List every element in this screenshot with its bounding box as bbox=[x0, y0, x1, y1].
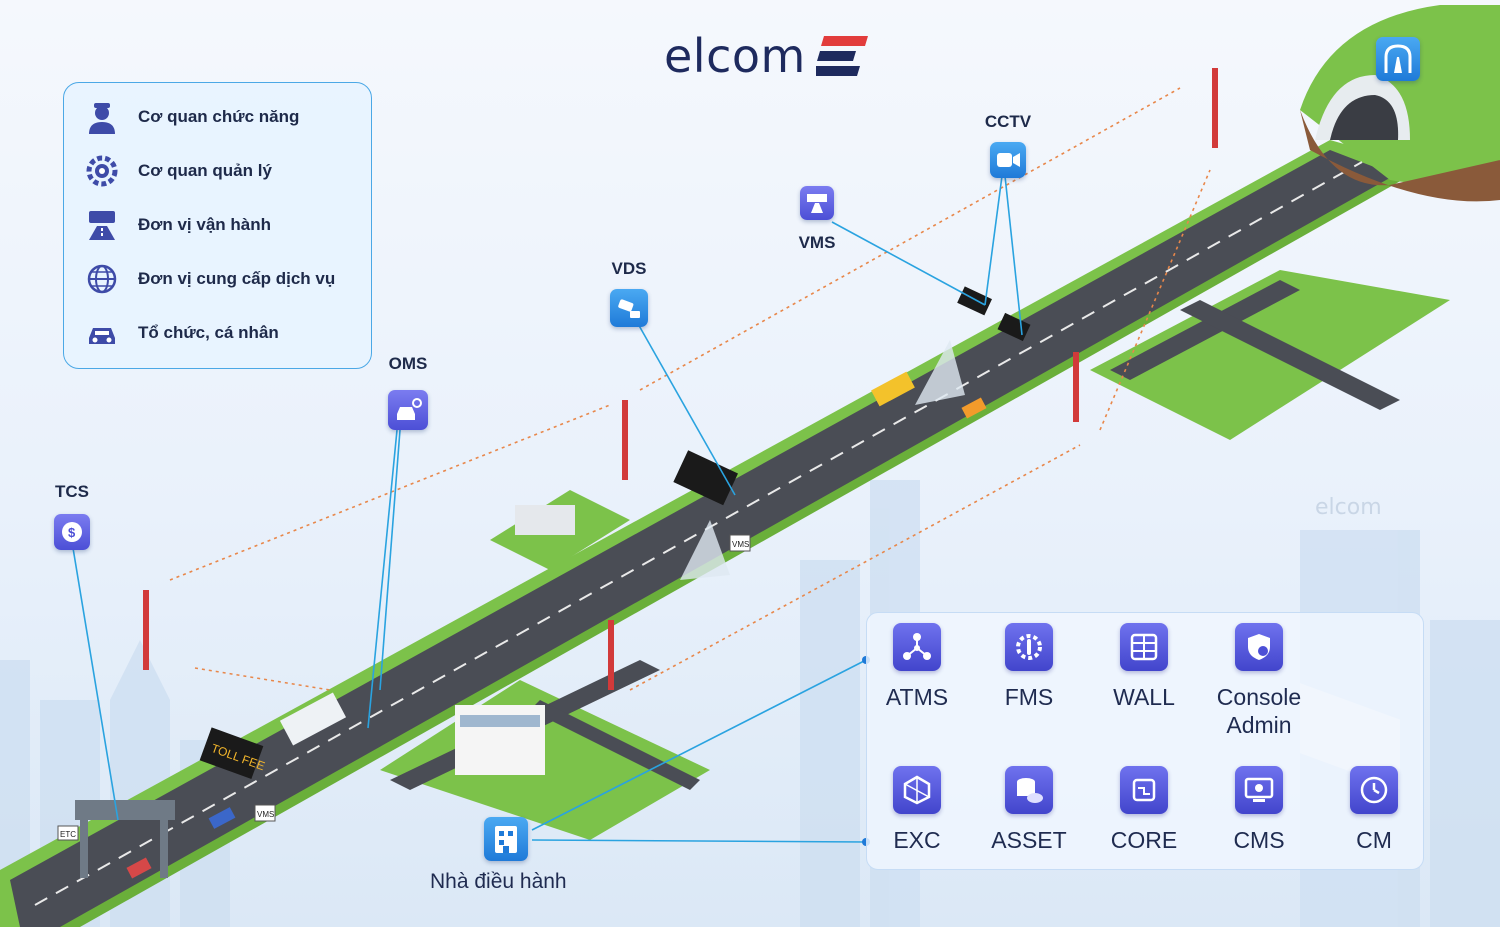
node-tunnel[interactable] bbox=[1376, 37, 1424, 81]
gear-network-icon bbox=[84, 153, 120, 189]
police-officer-icon bbox=[84, 99, 120, 135]
module-fms[interactable]: FMS bbox=[979, 623, 1079, 711]
module-label: EXC bbox=[893, 827, 941, 853]
legend-label: Cơ quan quản lý bbox=[138, 161, 272, 180]
legend-item-operator: Đơn vị vận hành bbox=[84, 207, 271, 243]
etc-sign-text: ETC bbox=[60, 830, 76, 839]
chip-icon bbox=[1120, 766, 1168, 814]
vms-sign-1-text: VMS bbox=[257, 810, 274, 819]
car-icon bbox=[84, 315, 120, 351]
vms-sign-1 bbox=[254, 804, 276, 822]
video-360-icon bbox=[990, 142, 1026, 178]
database-cloud-icon bbox=[1005, 766, 1053, 814]
message-sign-icon bbox=[800, 186, 834, 220]
node-tcs[interactable]: TCS $ bbox=[50, 482, 94, 550]
module-cm[interactable]: CM bbox=[1324, 766, 1424, 854]
node-label: VMS bbox=[798, 233, 836, 252]
svg-text:$: $ bbox=[68, 525, 76, 540]
node-vms[interactable]: VMS bbox=[797, 186, 837, 253]
cctv-sign-a bbox=[957, 286, 992, 316]
building-icon bbox=[484, 817, 528, 861]
signal-towers bbox=[143, 68, 1218, 690]
node-cctv[interactable]: CCTV bbox=[982, 112, 1034, 178]
tunnel-icon bbox=[1376, 37, 1420, 81]
module-atms[interactable]: ATMS bbox=[867, 623, 967, 711]
control-center-modules: ATMS FMS WALL Console Admin EXC ASSET CO… bbox=[866, 612, 1424, 870]
headquarters-label: Nhà điều hành bbox=[430, 870, 567, 893]
legend-item-service-provider: Đơn vị cung cấp dịch vụ bbox=[84, 261, 335, 297]
module-cms[interactable]: CMS bbox=[1209, 766, 1309, 854]
watermark-logo: elcom bbox=[1315, 495, 1382, 520]
module-exc[interactable]: EXC bbox=[867, 766, 967, 854]
node-headquarters[interactable] bbox=[484, 817, 530, 861]
module-wall[interactable]: WALL bbox=[1094, 623, 1194, 711]
legend-item-functional-agency: Cơ quan chức năng bbox=[84, 99, 299, 135]
brand-name: elcom bbox=[664, 29, 806, 83]
coin-icon: $ bbox=[54, 514, 90, 550]
module-label: CORE bbox=[1110, 827, 1178, 853]
vms-sign-2 bbox=[729, 534, 751, 552]
video-wall-icon bbox=[1120, 623, 1168, 671]
module-label: ATMS bbox=[885, 684, 949, 710]
wrench-gear-icon bbox=[1005, 623, 1053, 671]
node-label: TCS bbox=[55, 482, 89, 501]
legend-item-individual: Tổ chức, cá nhân bbox=[84, 315, 279, 351]
truck bbox=[279, 692, 347, 746]
node-label: CCTV bbox=[984, 112, 1032, 131]
module-label: WALL bbox=[1113, 684, 1175, 710]
toll-gantry bbox=[75, 800, 175, 820]
bus bbox=[871, 371, 915, 407]
globe-icon bbox=[84, 261, 120, 297]
legend-label: Đơn vị cung cấp dịch vụ bbox=[138, 269, 336, 288]
data-links bbox=[72, 175, 1023, 843]
vms-board bbox=[673, 450, 738, 506]
module-asset[interactable]: ASSET bbox=[979, 766, 1079, 854]
node-oms[interactable]: OMS bbox=[382, 354, 434, 430]
legend-label: Cơ quan chức năng bbox=[138, 107, 300, 126]
polyhedron-icon bbox=[893, 766, 941, 814]
module-label: Console Admin bbox=[1216, 684, 1302, 738]
road-operator-icon bbox=[84, 207, 120, 243]
legend-item-management-agency: Cơ quan quản lý bbox=[84, 153, 272, 189]
module-label: FMS bbox=[1004, 684, 1054, 710]
shield-user-icon bbox=[1235, 623, 1283, 671]
node-label: OMS bbox=[388, 354, 428, 373]
module-label: ASSET bbox=[991, 827, 1067, 853]
clock-icon bbox=[1350, 766, 1398, 814]
brand-mark-icon bbox=[815, 36, 868, 76]
node-vds[interactable]: VDS bbox=[607, 259, 651, 327]
legend-label: Tổ chức, cá nhân bbox=[138, 323, 279, 342]
monitor-gear-icon bbox=[1235, 766, 1283, 814]
module-core[interactable]: CORE bbox=[1094, 766, 1194, 854]
stakeholder-legend: Cơ quan chức năng Cơ quan quản lý Đơn vị… bbox=[63, 82, 372, 369]
module-console-admin[interactable]: Console Admin bbox=[1209, 623, 1309, 739]
etc-sign bbox=[57, 825, 79, 841]
brand-logo: elcom bbox=[664, 28, 868, 84]
toll-sign bbox=[199, 727, 264, 780]
module-label: CM bbox=[1356, 827, 1392, 853]
module-label: CMS bbox=[1233, 827, 1285, 853]
network-nodes-icon bbox=[893, 623, 941, 671]
node-label: VDS bbox=[611, 259, 647, 278]
legend-label: Đơn vị vận hành bbox=[138, 215, 271, 234]
wireless-links bbox=[169, 87, 1211, 691]
vms-sign-2-text: VMS bbox=[732, 540, 749, 549]
speed-camera-icon bbox=[610, 289, 648, 327]
vehicle-camera-icon bbox=[388, 390, 428, 430]
